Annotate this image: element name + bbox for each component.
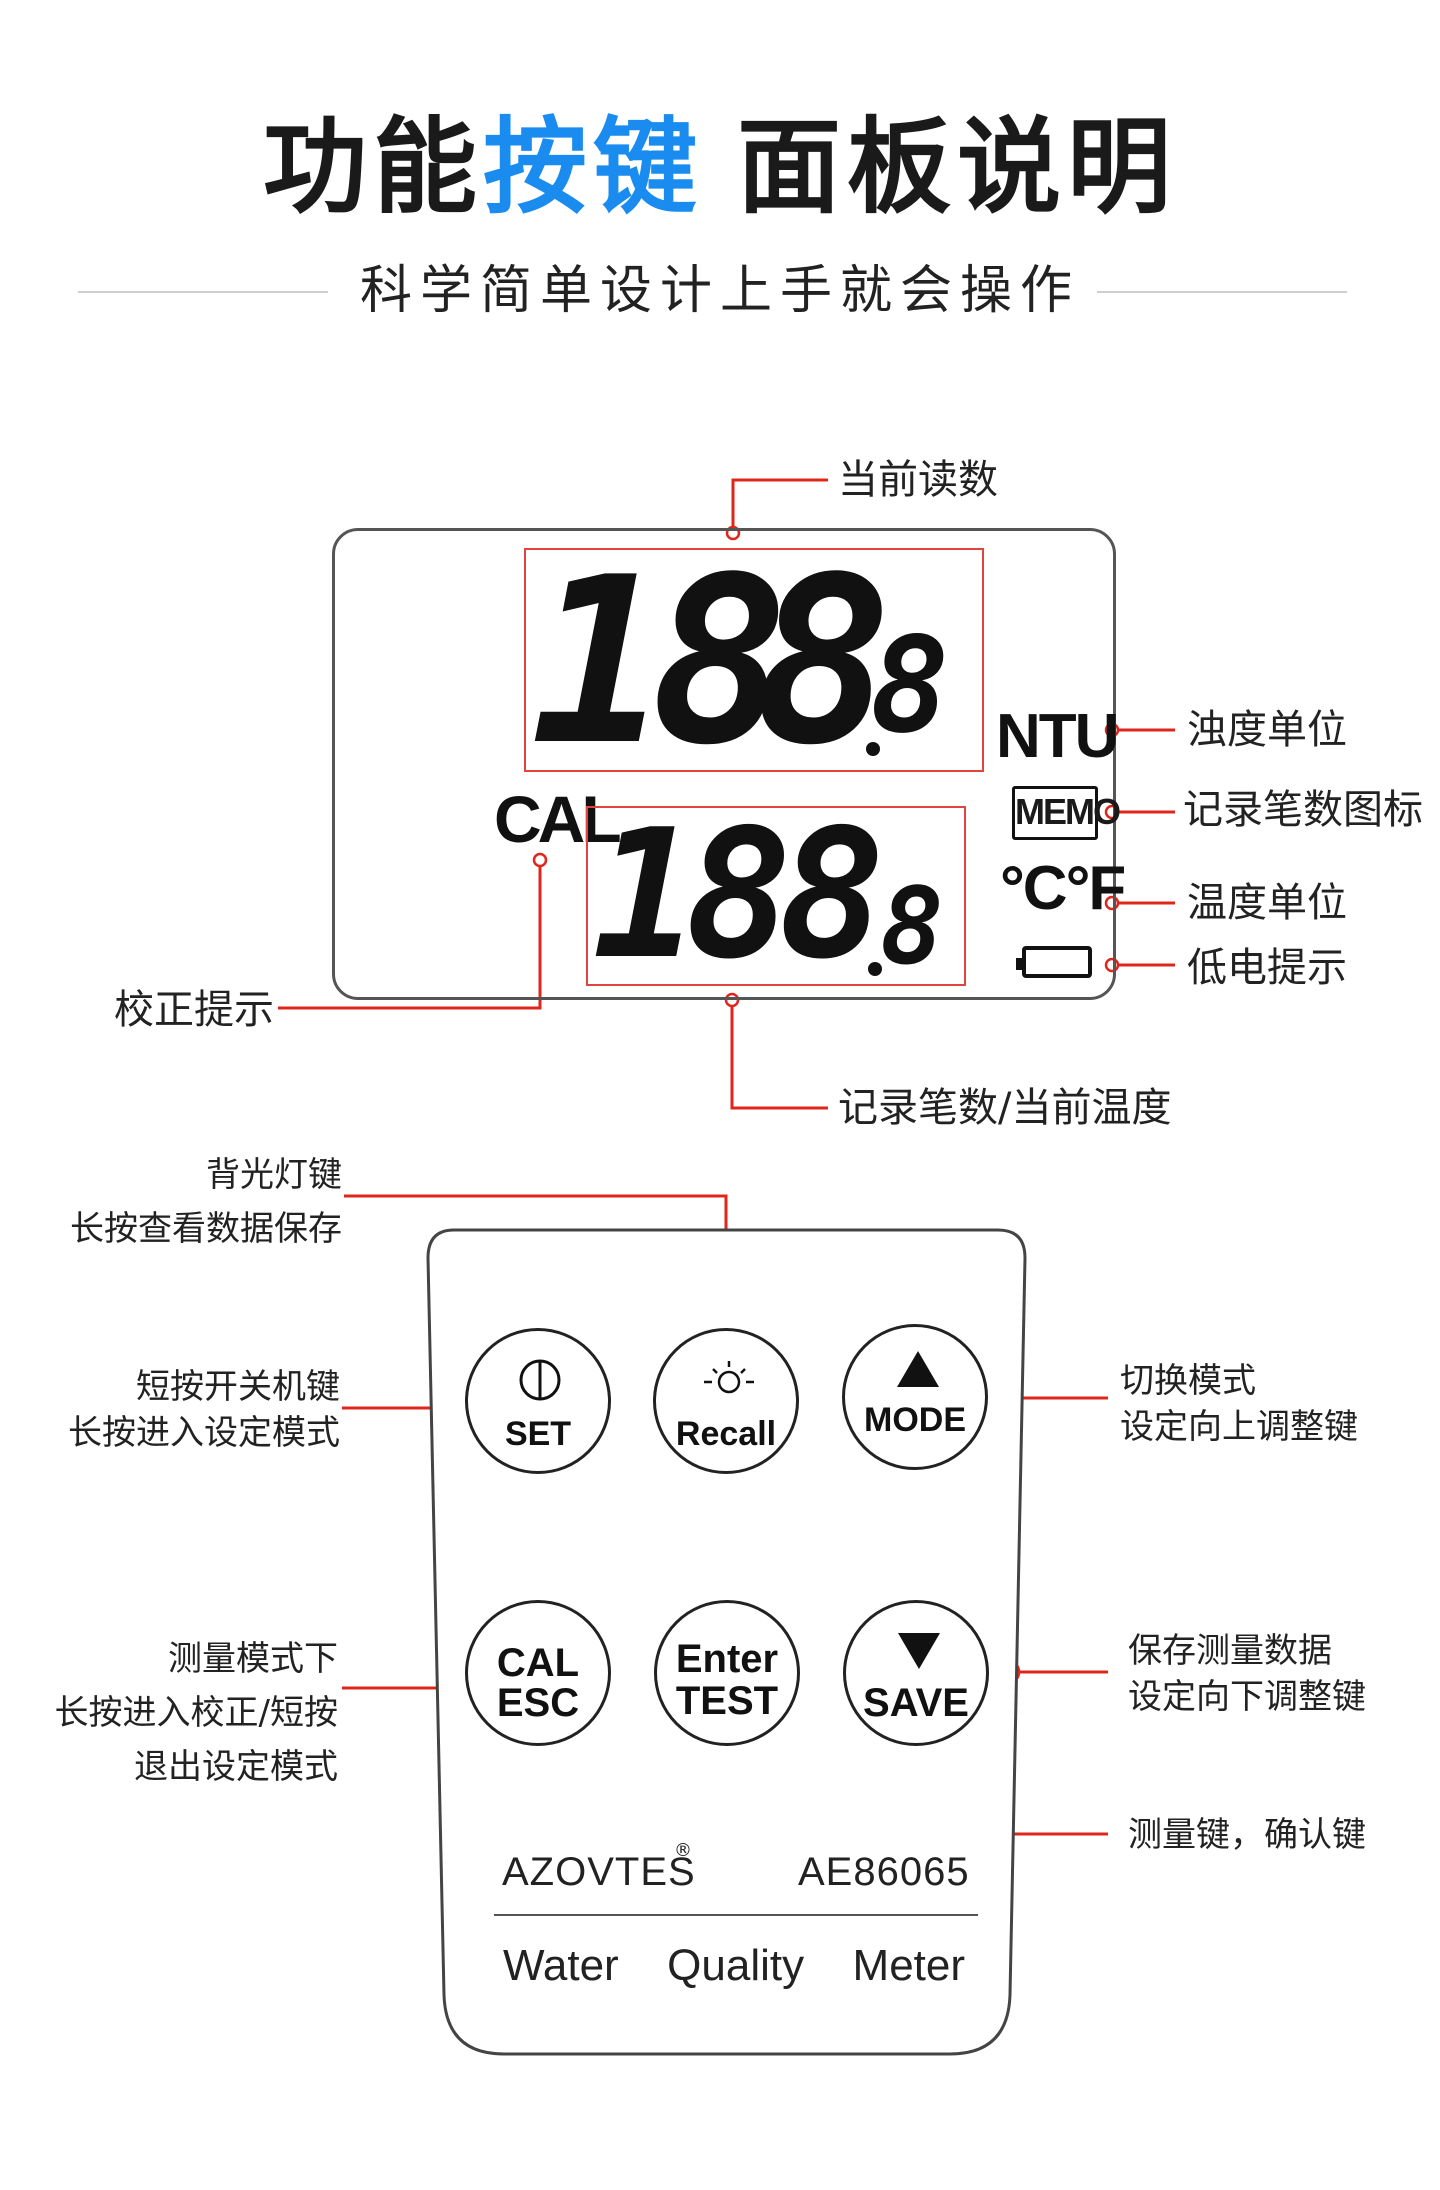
enter-button-label: Enter: [675, 1637, 779, 1681]
product-name: Water Quality Meter: [502, 1941, 966, 1990]
callout-set: 短按开关机键 长按进入设定模式: [68, 1367, 340, 1453]
backlight-icon: [704, 1361, 754, 1394]
down-arrow-icon: [898, 1633, 940, 1669]
callout-save: 保存测量数据 设定向下调整键: [1128, 1631, 1366, 1717]
sub-decimal-point: [868, 962, 882, 976]
save-button-label: SAVE: [863, 1681, 969, 1725]
set-button[interactable]: SET: [465, 1328, 611, 1474]
callout-low-battery: 低电提示: [1187, 945, 1347, 991]
main-decimal-point-2: [866, 742, 880, 756]
title-part1: 功能: [262, 106, 483, 228]
callout-cal-esc: 测量模式下 长按进入校正/短按 退出设定模式: [54, 1639, 338, 1787]
save-button[interactable]: SAVE: [843, 1600, 989, 1746]
main-reading-decimal: 8: [870, 609, 950, 763]
test-button-label: TEST: [675, 1679, 779, 1723]
cal-label: CAL: [494, 782, 622, 856]
callout-temperature-unit: 温度单位: [1187, 880, 1347, 926]
main-reading-digits: 18: [530, 529, 789, 796]
registered-mark: ®: [674, 1840, 692, 1861]
main-reading-box: [524, 548, 984, 772]
callout-test: 测量键，确认键: [1128, 1815, 1366, 1855]
main-decimal-point: [708, 722, 726, 740]
mode-button[interactable]: MODE: [842, 1324, 988, 1470]
battery-icon: [1016, 946, 1092, 978]
up-arrow-icon: [897, 1351, 939, 1387]
lcd-display: [332, 528, 1116, 1000]
set-button-label: SET: [504, 1415, 572, 1453]
title-highlight: 按键: [482, 106, 703, 228]
callout-calibration: 校正提示: [114, 987, 274, 1033]
callout-current-reading: 当前读数: [838, 457, 998, 503]
recall-button-label: Recall: [675, 1415, 777, 1453]
esc-button-label: ESC: [496, 1681, 580, 1725]
brand-name: AZOVTES: [502, 1850, 696, 1894]
line-cal: [278, 862, 542, 1010]
main-reading-digit-last: 8: [754, 529, 893, 796]
temperature-unit-label: °C°F: [1000, 854, 1126, 923]
ntu-label: NTU: [996, 702, 1119, 771]
sub-reading-digits: 188: [592, 791, 885, 998]
mode-button-label: MODE: [864, 1401, 966, 1439]
sub-reading-box: [586, 806, 966, 986]
line-record-temp: [730, 1000, 828, 1110]
subtitle-rule-left: [78, 291, 328, 293]
callout-mode: 切换模式 设定向上调整键: [1120, 1361, 1358, 1447]
cal-button-label: CAL: [496, 1641, 580, 1685]
model-number: AE86065: [798, 1850, 970, 1894]
sub-reading-decimal: 8: [880, 865, 944, 988]
callout-memo-icon: 记录笔数图标: [1183, 787, 1423, 833]
title-part3: 面板说明: [737, 106, 1178, 228]
callout-turbidity-unit: 浊度单位: [1187, 707, 1347, 753]
line-current-reading: [731, 478, 828, 533]
cal-esc-button[interactable]: CAL ESC: [465, 1600, 611, 1746]
recall-button[interactable]: Recall: [653, 1328, 799, 1474]
power-icon: [519, 1359, 561, 1401]
subtitle-rule-right: [1097, 291, 1347, 293]
callout-record-temperature: 记录笔数/当前温度: [838, 1085, 1172, 1131]
page-subtitle: 科学简单设计上手就会操作: [359, 261, 1080, 321]
callout-backlight: 背光灯键 长按查看数据保存: [70, 1155, 342, 1249]
enter-test-button[interactable]: Enter TEST: [654, 1600, 800, 1746]
page-title: 功能按键面板说明: [0, 115, 1440, 219]
